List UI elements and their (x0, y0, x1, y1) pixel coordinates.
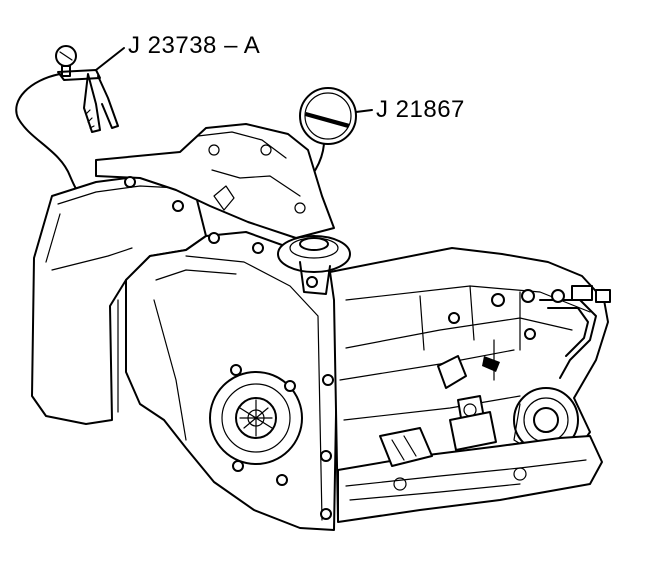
case-bolts (124, 176, 334, 520)
pressure-gauge-tool (294, 87, 373, 213)
tool-callout-j21867: J 21867 (376, 96, 465, 123)
tool-callout-j23738a: J 23738 – A (128, 32, 261, 59)
transmission-body (31, 123, 611, 531)
